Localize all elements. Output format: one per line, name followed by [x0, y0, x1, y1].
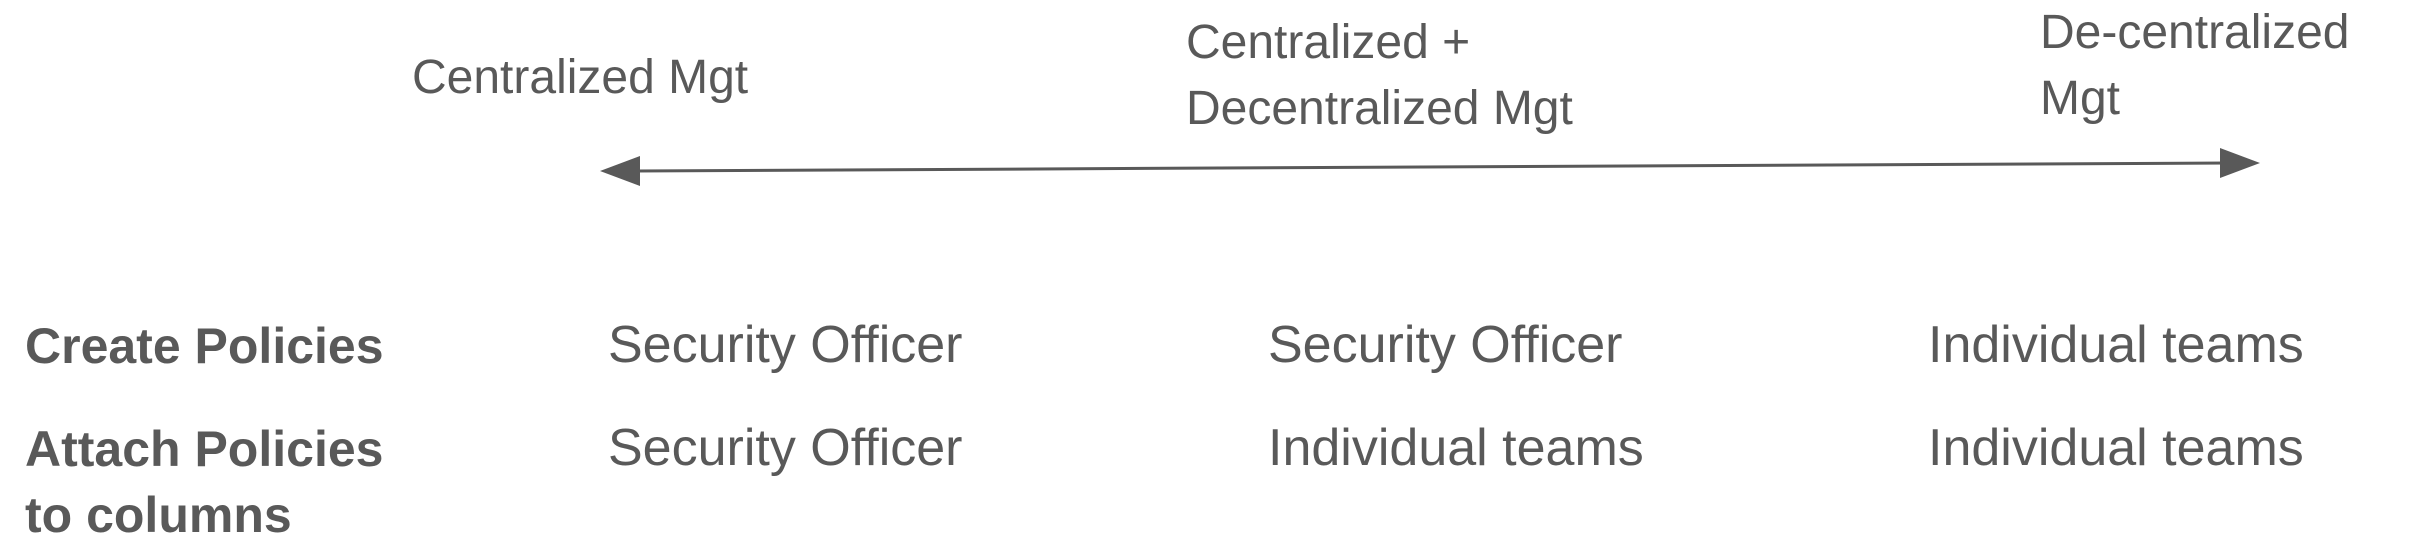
hybrid-mgt-label-line2: Decentralized Mgt: [1186, 82, 1573, 135]
create-policies-decentralized: Individual teams: [1928, 316, 2304, 374]
row-header-create-policies: Create Policies: [25, 318, 384, 374]
create-policies-hybrid: Security Officer: [1268, 316, 1623, 374]
attach-policies-hybrid: Individual teams: [1268, 419, 1644, 477]
decentralized-mgt-label-line2: Mgt: [2040, 72, 2121, 125]
hybrid-mgt-label-line1: Centralized +: [1186, 16, 1471, 69]
row-header-attach-policies-line2: to columns: [25, 487, 292, 543]
attach-policies-decentralized: Individual teams: [1928, 419, 2304, 477]
spectrum-arrow-shaft: [629, 161, 2231, 173]
create-policies-centralized: Security Officer: [608, 316, 963, 374]
row-header-attach-policies-line1: Attach Policies: [25, 421, 384, 477]
decentralized-mgt-label-line1: De-centralized: [2040, 6, 2350, 59]
right-arrowhead-icon: [2220, 148, 2260, 178]
attach-policies-centralized: Security Officer: [608, 419, 963, 477]
centralized-mgt-label: Centralized Mgt: [412, 51, 749, 104]
left-arrowhead-icon: [600, 156, 640, 186]
